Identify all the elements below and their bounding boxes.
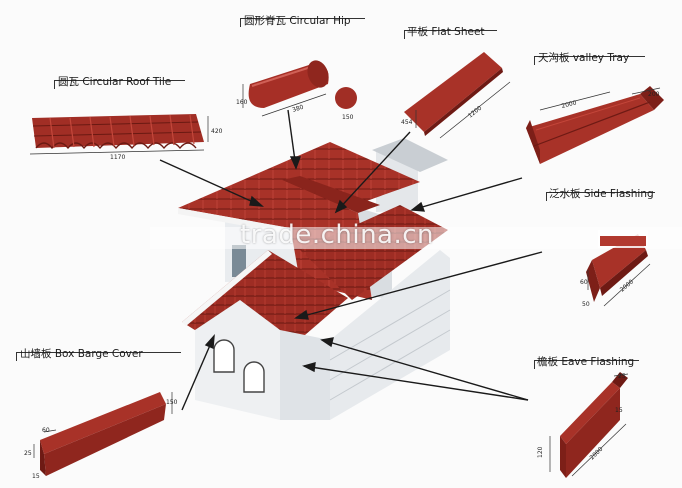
watermark-band xyxy=(150,227,682,249)
back-window xyxy=(232,245,246,277)
valley-tray-label: 天沟板 valley Tray xyxy=(538,52,630,64)
flat-sheet-label: 平板 Flat Sheet xyxy=(407,26,485,38)
svg-text:120: 120 xyxy=(537,446,544,458)
eave-flashing-product: 25 15 120 2000 xyxy=(537,372,629,478)
svg-text:15: 15 xyxy=(615,407,623,414)
eave-flashing-label: 檐板 Eave Flashing xyxy=(537,356,635,368)
svg-text:200: 200 xyxy=(648,91,660,98)
side-flashing-label: 泛水板 Side Flashing xyxy=(549,188,654,200)
label-bracket xyxy=(240,18,365,27)
svg-text:420: 420 xyxy=(211,128,223,135)
svg-text:60: 60 xyxy=(580,279,588,286)
circular-roof-tile-label: 圆瓦 Circular Roof Tile xyxy=(58,76,172,88)
label-bracket xyxy=(546,192,655,201)
svg-text:1200: 1200 xyxy=(467,105,483,120)
svg-text:1170: 1170 xyxy=(110,154,125,161)
label-bracket xyxy=(54,80,185,89)
watermark-text: trade.china.cn xyxy=(240,220,435,250)
svg-text:150: 150 xyxy=(342,114,354,121)
house-illustration xyxy=(178,138,451,420)
svg-text:25: 25 xyxy=(24,450,32,457)
pointer-lines xyxy=(159,109,543,411)
svg-text:60: 60 xyxy=(42,427,50,434)
label-bracket xyxy=(16,352,181,361)
front-side-wall xyxy=(280,330,330,420)
svg-text:150: 150 xyxy=(166,399,178,406)
arched-window-left xyxy=(213,339,235,373)
right-side-wall xyxy=(330,250,450,420)
middle-ridge xyxy=(282,176,380,213)
label-bracket xyxy=(534,360,639,369)
valley-tray-product: 2000 200 xyxy=(526,86,664,164)
svg-text:25: 25 xyxy=(618,373,626,380)
label-bracket xyxy=(534,56,645,65)
arched-window-right xyxy=(243,361,265,393)
circular-hip-product: 150 380 160 xyxy=(236,60,357,121)
box-barge-cover-label: 山墙板 Box Barge Cover xyxy=(20,348,143,360)
hip-end-cap xyxy=(335,87,357,109)
svg-text:50: 50 xyxy=(582,301,590,308)
circular-hip-label: 圆形脊瓦 Circular Hip xyxy=(244,15,351,27)
side-flashing-product: 60 50 2000 xyxy=(580,230,651,308)
box-barge-cover-product: 60 25 15 150 xyxy=(24,392,178,480)
svg-text:454: 454 xyxy=(401,119,413,126)
chimney-cap xyxy=(372,138,448,172)
circular-roof-tile-product: 1170 420 xyxy=(29,114,223,161)
svg-text:160: 160 xyxy=(236,99,248,106)
svg-text:2000: 2000 xyxy=(561,99,578,110)
label-bracket xyxy=(404,30,497,39)
barge-edge xyxy=(182,250,272,326)
svg-text:380: 380 xyxy=(291,104,304,114)
svg-text:2000: 2000 xyxy=(619,278,635,293)
svg-text:15: 15 xyxy=(32,473,40,480)
flat-sheet-product: 454 1200 xyxy=(401,52,511,139)
